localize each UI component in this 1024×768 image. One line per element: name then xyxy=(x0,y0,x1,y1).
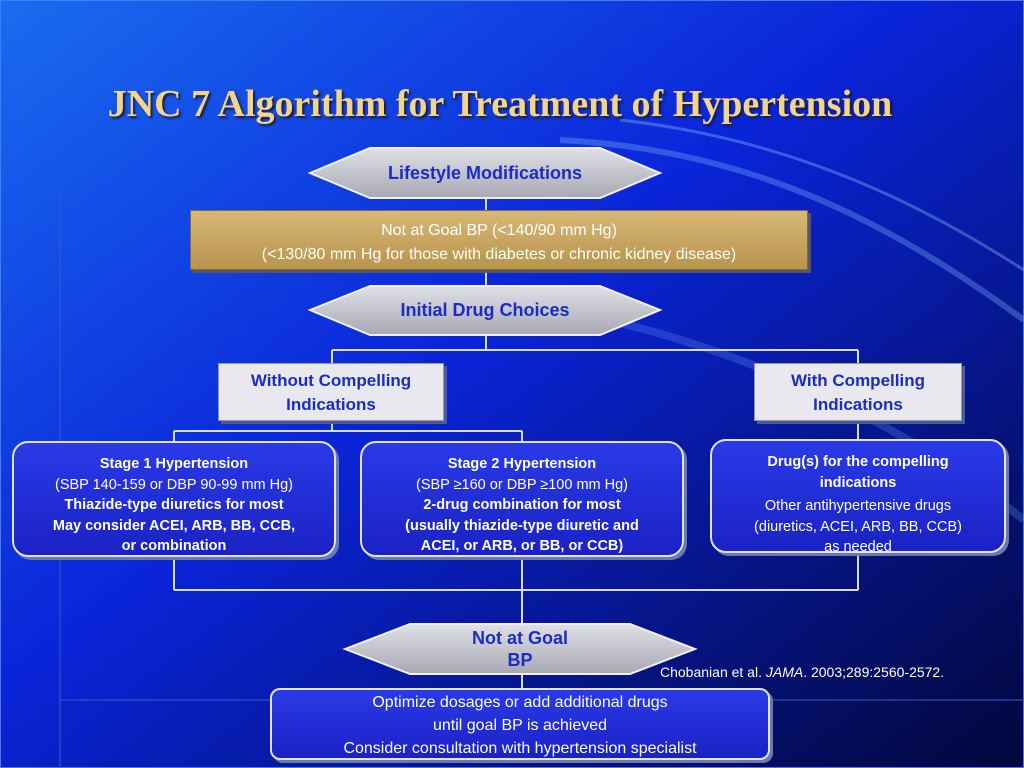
stage2-detail-cont: ACEI, or ARB, or BB, or CCB) xyxy=(420,538,624,554)
compelling-drugs-line1: Other antihypertensive drugs xyxy=(764,498,952,514)
compelling-drugs-box: Drug(s) for the compelling indications O… xyxy=(710,439,1006,555)
stage2-title: Stage 2 Hypertension xyxy=(447,456,597,472)
with-compelling-line1: With Compelling xyxy=(791,371,925,390)
citation-authors: Chobanian et al. xyxy=(660,664,762,680)
connector-lines xyxy=(173,197,859,690)
without-compelling-box: Without Compelling Indications xyxy=(218,363,444,421)
slide-title: JNC 7 Algorithm for Treatment of Hyperte… xyxy=(107,83,893,125)
optimize-line1: Optimize dosages or add additional drugs xyxy=(372,694,668,711)
not-at-goal-bp-box: Not at Goal BP (<140/90 mm Hg) (<130/80 … xyxy=(190,210,808,270)
stage1-title: Stage 1 Hypertension xyxy=(99,456,249,472)
stage1-box: Stage 1 Hypertension (SBP 140-159 or DBP… xyxy=(12,441,336,557)
stage1-alternatives-cont: or combination xyxy=(121,538,227,554)
with-compelling-box: With Compelling Indications xyxy=(754,363,962,421)
not-at-goal-bp-line1: Not at Goal BP (<140/90 mm Hg) xyxy=(381,222,617,239)
compelling-drugs-title: Drug(s) for the compelling xyxy=(767,454,949,470)
stage1-criteria: (SBP 140-159 or DBP 90-99 mm Hg) xyxy=(54,476,294,493)
stage2-box: Stage 2 Hypertension (SBP ≥160 or DBP ≥1… xyxy=(360,441,684,557)
stage2-criteria: (SBP ≥160 or DBP ≥100 mm Hg) xyxy=(415,476,629,493)
compelling-drugs-line2: (diuretics, ACEI, ARB, BB, CCB) xyxy=(754,518,962,535)
citation: Chobanian et al. JAMA. 2003;289:2560-257… xyxy=(660,664,944,680)
lifestyle-hexagon xyxy=(307,147,663,199)
lifestyle-modifications-label: Lifestyle Modifications xyxy=(387,163,583,183)
stage1-alternatives: May consider ACEI, ARB, BB, CCB, xyxy=(52,517,296,534)
optimize-box: Optimize dosages or add additional drugs… xyxy=(270,688,770,760)
citation-journal: JAMA xyxy=(765,664,804,680)
not-at-goal-line1: Not at Goal xyxy=(471,628,568,648)
compelling-drugs-title-cont: indications xyxy=(819,474,897,491)
stage1-recommendation: Thiazide-type diuretics for most xyxy=(64,497,284,513)
with-compelling-line2: Indications xyxy=(813,395,903,414)
citation-details: . 2003;289:2560-2572. xyxy=(803,664,945,680)
not-at-goal-hexagon xyxy=(342,623,698,675)
optimize-line3: Consider consultation with hypertension … xyxy=(343,740,697,757)
optimize-line2: until goal BP is achieved xyxy=(432,717,608,734)
initial-drug-hexagon xyxy=(307,285,663,336)
without-compelling-line2: Indications xyxy=(286,395,376,414)
not-at-goal-bp-line2: (<130/80 mm Hg for those with diabetes o… xyxy=(261,246,737,263)
compelling-drugs-line3: as needed xyxy=(824,539,892,555)
stage2-detail: (usually thiazide-type diuretic and xyxy=(405,517,639,534)
stage2-recommendation: 2-drug combination for most xyxy=(423,497,621,513)
without-compelling-line1: Without Compelling xyxy=(250,371,412,390)
initial-drug-choices-label: Initial Drug Choices xyxy=(400,300,570,320)
not-at-goal-line2: BP xyxy=(507,650,533,670)
not-at-goal-bp-label: Not at Goal BP xyxy=(420,626,620,672)
